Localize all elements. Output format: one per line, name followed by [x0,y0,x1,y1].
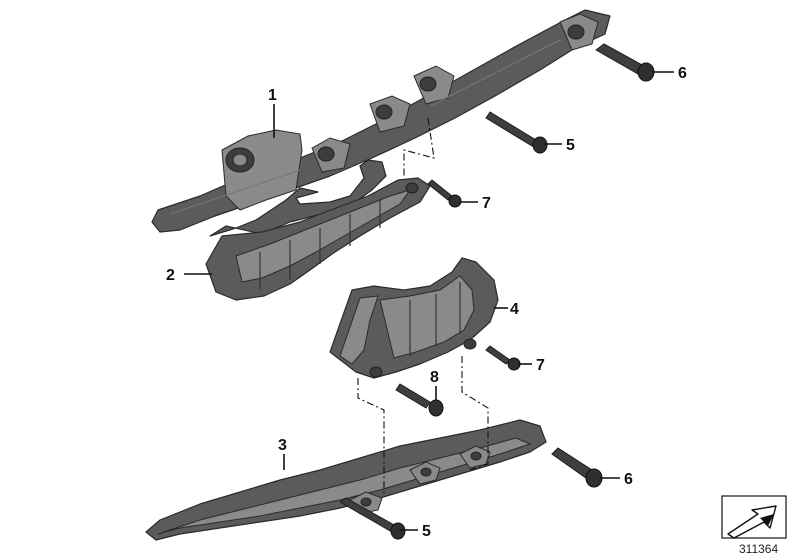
arrow-icon [727,505,777,539]
part-1-upper-rail [151,9,611,233]
callout-3: 3 [278,437,287,454]
part-2-bracket [205,159,431,301]
callout-5-upper: 5 [566,137,575,154]
callout-6-upper: 6 [678,65,687,82]
reference-badge [721,495,787,539]
screw-5-lower [339,497,406,540]
callout-4: 4 [510,301,519,318]
callout-7-lower: 7 [536,357,545,374]
screw-5-upper [485,111,548,154]
screw-7-upper [427,179,462,208]
screw-6-lower [551,447,603,488]
screw-7-lower [485,345,521,371]
diagram-number: 311364 [739,542,778,556]
leader-lines [184,71,674,531]
part-3-lower-rail [145,419,547,541]
callout-1: 1 [268,87,277,104]
callout-5-lower: 5 [422,523,431,540]
callout-8: 8 [430,369,439,386]
callout-7-upper: 7 [482,195,491,212]
assembly-lines [357,117,489,494]
part-4-bracket [329,257,499,379]
callout-6-lower: 6 [624,471,633,488]
callout-labels: 1 2 3 4 5 5 6 6 7 7 8 [166,65,687,540]
screw-8 [395,383,444,417]
screw-6-upper [595,43,655,82]
callout-2: 2 [166,267,175,284]
